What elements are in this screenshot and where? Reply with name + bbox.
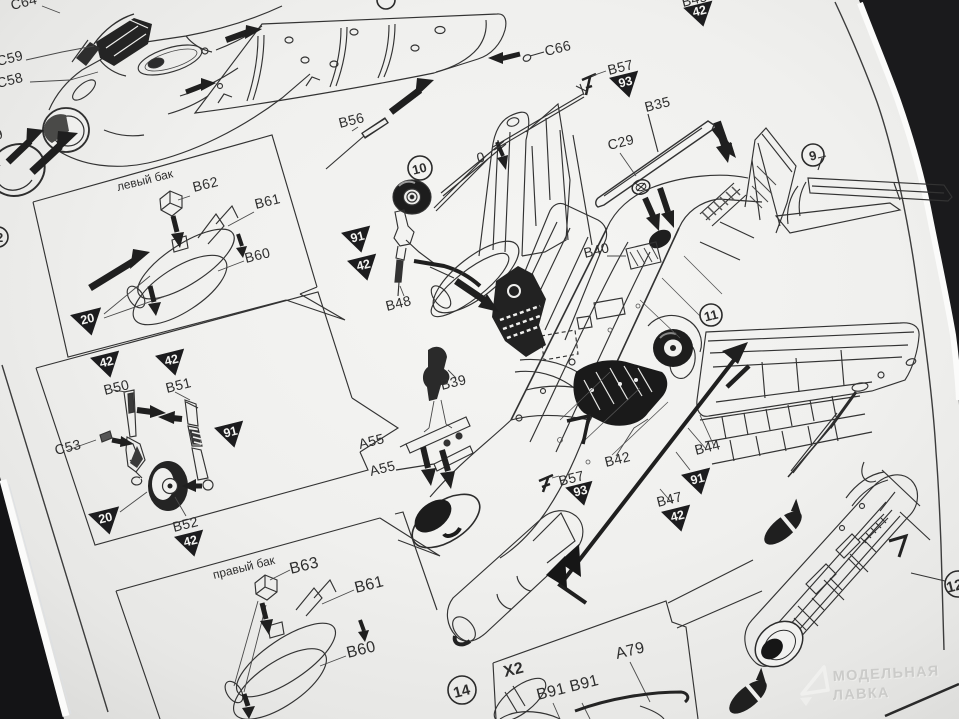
svg-text:B48: B48 — [384, 292, 413, 314]
svg-text:МОДЕЛЬНАЯ: МОДЕЛЬНАЯ — [832, 663, 940, 685]
svg-text:МОДЕЛЬНАЯ: МОДЕЛЬНАЯ — [833, 664, 941, 686]
svg-text:C66: C66 — [543, 37, 573, 59]
svg-text:93: 93 — [617, 74, 634, 91]
svg-text:B52: B52 — [171, 513, 200, 535]
svg-text:42: 42 — [98, 354, 115, 371]
svg-text:42: 42 — [669, 508, 686, 525]
svg-text:12: 12 — [945, 576, 959, 597]
svg-text:B57: B57 — [606, 56, 635, 78]
svg-text:10: 10 — [411, 160, 429, 178]
svg-text:B50: B50 — [102, 376, 131, 398]
svg-text:ЛАВКА: ЛАВКА — [833, 686, 891, 705]
svg-text:B44: B44 — [693, 436, 722, 458]
svg-text:91: 91 — [222, 424, 239, 441]
svg-text:42: 42 — [182, 533, 199, 550]
svg-text:A79: A79 — [614, 639, 647, 663]
svg-text:9: 9 — [0, 125, 5, 142]
svg-text:20: 20 — [97, 510, 114, 527]
svg-text:B40: B40 — [582, 239, 611, 261]
svg-text:X2: X2 — [502, 660, 526, 681]
svg-text:B51: B51 — [164, 374, 193, 396]
svg-text:C58: C58 — [0, 69, 25, 91]
svg-text:B42: B42 — [603, 448, 632, 470]
svg-text:42: 42 — [163, 352, 180, 369]
svg-text:B39: B39 — [439, 371, 468, 393]
svg-text:91: 91 — [689, 471, 706, 488]
svg-text:11: 11 — [703, 307, 720, 325]
svg-text:2: 2 — [0, 230, 3, 245]
svg-text:B45: B45 — [680, 0, 709, 10]
svg-text:A55: A55 — [368, 457, 397, 479]
svg-text:42: 42 — [355, 257, 372, 274]
svg-text:B47: B47 — [655, 488, 684, 510]
svg-text:42: 42 — [691, 3, 708, 20]
svg-text:14: 14 — [452, 681, 473, 702]
svg-text:B60: B60 — [243, 244, 272, 266]
svg-text:B61: B61 — [253, 190, 282, 212]
svg-text:B61: B61 — [353, 573, 386, 597]
svg-text:B35: B35 — [643, 93, 672, 115]
svg-text:0: 0 — [475, 148, 487, 165]
svg-text:91: 91 — [349, 229, 366, 246]
svg-text:C29: C29 — [606, 131, 636, 153]
svg-text:C53: C53 — [53, 436, 83, 458]
svg-text:B62: B62 — [191, 173, 220, 195]
svg-text:B56: B56 — [337, 109, 366, 131]
svg-text:B63: B63 — [288, 554, 321, 578]
svg-text:ЛАВКА: ЛАВКА — [832, 685, 890, 704]
svg-text:A55: A55 — [357, 430, 386, 452]
svg-text:93: 93 — [572, 483, 589, 500]
svg-text:B57: B57 — [557, 467, 586, 489]
svg-text:20: 20 — [79, 311, 96, 328]
svg-text:C59: C59 — [0, 47, 25, 69]
svg-text:B60: B60 — [345, 638, 378, 662]
svg-text:9: 9 — [807, 147, 818, 163]
